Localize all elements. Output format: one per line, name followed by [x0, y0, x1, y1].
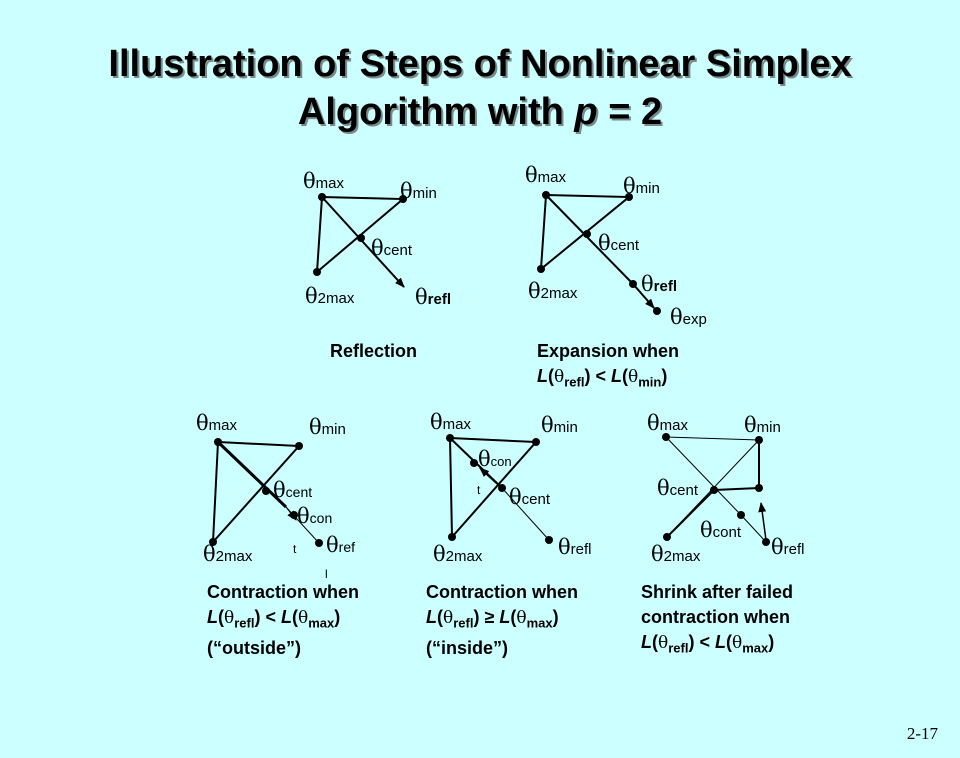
label-theta-ref: θref	[326, 533, 355, 557]
contraction-inside-arrow	[479, 467, 503, 489]
caption-contraction-outside: Contraction when L(θrefl) < L(θmax) (“ou…	[207, 582, 359, 658]
vertex-max	[318, 193, 326, 201]
title-line-2: Algorithm with p = 2	[297, 91, 663, 133]
vertex-cent	[357, 234, 365, 242]
contraction-outside-vertices	[209, 438, 323, 547]
label-theta-2max: θ2max	[305, 284, 355, 308]
label-theta-refl: θrefl	[771, 535, 805, 559]
label-theta-max: θmax	[647, 411, 688, 435]
shrink-diagram	[665, 436, 767, 543]
page-title: Illustration of Steps of Nonlinear Simpl…	[0, 40, 960, 136]
label-con-t: t	[293, 542, 297, 556]
label-theta-min: θmin	[400, 179, 437, 203]
contraction-inside-simplex	[448, 436, 539, 540]
vertex-min	[399, 195, 407, 203]
label-theta-min: θmin	[541, 413, 578, 437]
label-theta-cent: θcent	[371, 236, 413, 260]
shrink-vertices	[662, 433, 770, 546]
contraction-inside-vertices	[446, 434, 553, 544]
reflection-vertices	[313, 193, 407, 276]
title-line-1: Illustration of Steps of Nonlinear Simpl…	[108, 43, 852, 85]
label-theta-max: θmax	[430, 410, 471, 434]
label-theta-cont: θcont	[700, 518, 742, 542]
label-theta-refl: θrefl	[415, 285, 451, 309]
label-theta-max: θmax	[525, 163, 566, 187]
expansion-arrow	[632, 283, 655, 309]
label-theta-min: θmin	[744, 413, 781, 437]
label-theta-con: θcon	[297, 504, 333, 528]
reflection-arrow	[321, 196, 405, 288]
label-theta-2max: θ2max	[433, 542, 483, 566]
label-theta-2max: θ2max	[203, 542, 253, 566]
label-theta-max: θmax	[196, 411, 237, 435]
caption-expansion: Expansion when L(θrefl) < L(θmin)	[537, 341, 680, 390]
expansion-vertices	[537, 191, 661, 315]
label-theta-2max: θ2max	[528, 279, 578, 303]
label-theta-cent: θcent	[598, 231, 640, 255]
page-number: 2-17	[906, 724, 938, 743]
label-theta-min: θmin	[623, 174, 660, 198]
label-theta-max: θmax	[303, 169, 344, 193]
label-theta-cent: θcent	[509, 485, 551, 509]
contraction-outside-simplex	[211, 440, 302, 545]
vertex-2max	[313, 268, 321, 276]
caption-contraction-inside: Contraction when L(θrefl) ≥ L(θmax) (“in…	[426, 582, 578, 658]
label-theta-2max: θ2max	[651, 542, 701, 566]
caption-reflection: Reflection	[330, 341, 418, 361]
label-theta-min: θmin	[309, 415, 346, 439]
label-theta-cent: θcent	[273, 478, 313, 502]
label-theta-refl: θrefl	[641, 272, 677, 296]
label-con-t: t	[477, 483, 481, 497]
label-ref-l: l	[325, 567, 328, 581]
label-theta-refl: θrefl	[558, 535, 592, 559]
label-theta-exp: θexp	[670, 305, 707, 329]
label-theta-cent: θcent	[657, 476, 699, 500]
label-theta-con: θcon	[478, 447, 512, 471]
caption-shrink: Shrink after failed contraction when L(θ…	[641, 582, 794, 656]
